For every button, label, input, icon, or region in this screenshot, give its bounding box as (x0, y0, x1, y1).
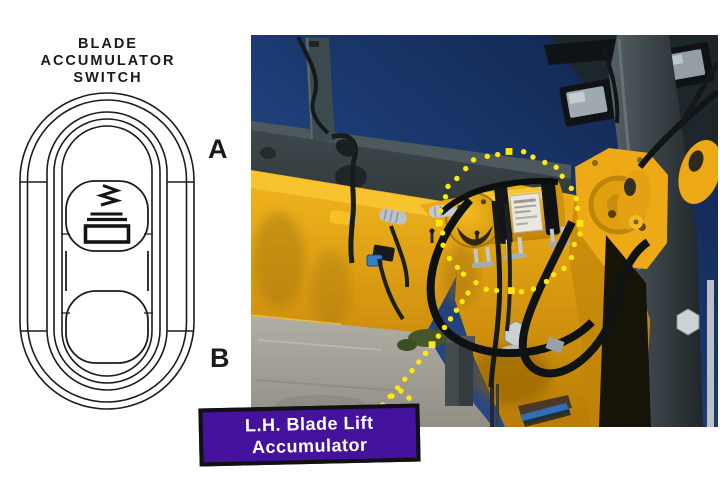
rocker-upper[interactable] (65, 180, 149, 252)
switch-title-line: SWITCH (73, 70, 143, 86)
accumulator-charge-icon (83, 184, 131, 244)
support-stand (442, 336, 499, 427)
switch-title-line: ACCUMULATOR (40, 53, 176, 69)
rocker-lower[interactable] (65, 290, 149, 364)
debris-strip (397, 329, 572, 427)
switch-title: BLADE ACCUMULATOR SWITCH (12, 36, 204, 87)
blade-accumulator-switch-diagram: A B (19, 92, 230, 410)
highlight-dots-circle (435, 148, 584, 295)
callout-line: Accumulator (251, 434, 368, 458)
headlight-left (559, 79, 617, 127)
switch-title-line: BLADE (78, 36, 138, 52)
fittings (329, 204, 532, 357)
moldboard (251, 170, 466, 333)
callout-label: L.H. Blade Lift Accumulator (198, 403, 421, 467)
machine-photo (251, 35, 718, 427)
exhaust-post (296, 36, 335, 141)
hydraulic-hoses (331, 44, 718, 388)
pivot-flange (575, 140, 718, 427)
switch-position-b-label: B (210, 343, 230, 373)
switch-position-a-label: A (208, 134, 228, 164)
switch-outline (19, 92, 195, 410)
rocker[interactable] (61, 180, 153, 364)
